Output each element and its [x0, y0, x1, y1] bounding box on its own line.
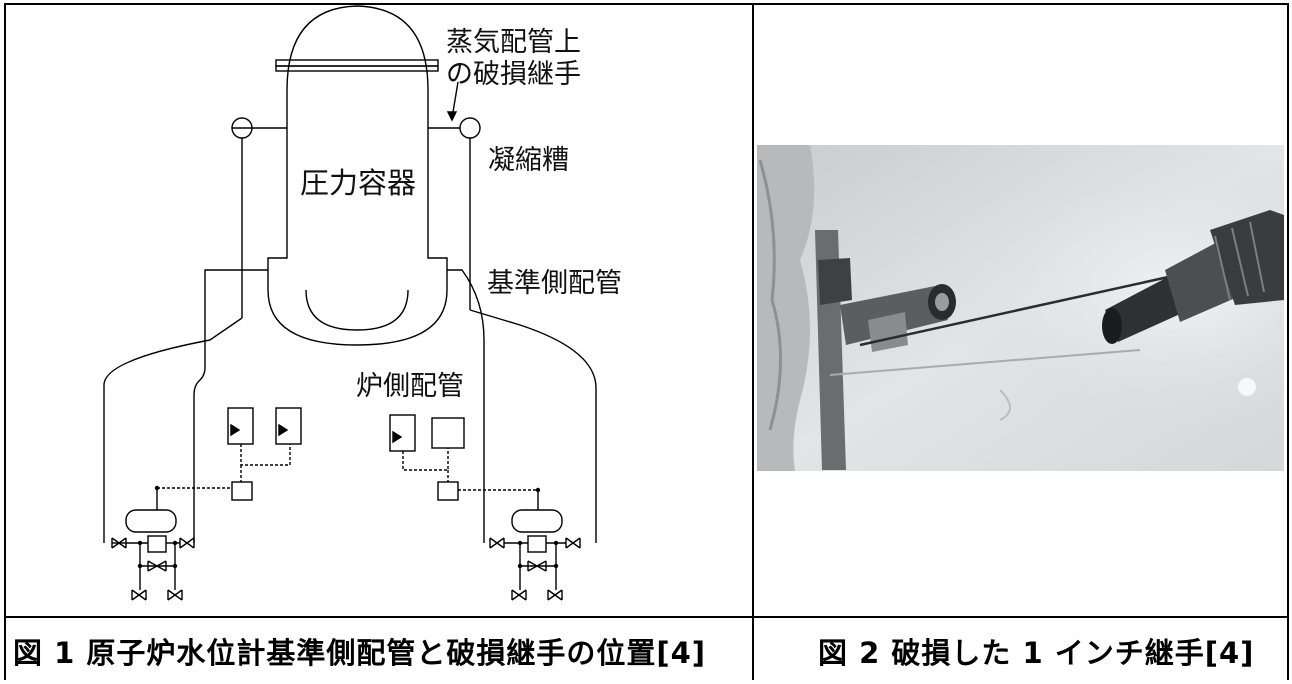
- table-divider-vertical: [752, 3, 754, 680]
- label-pressure-vessel: 圧力容器: [300, 166, 417, 200]
- label-reactor-pipe: 炉側配管: [356, 371, 464, 402]
- figure2-caption: 図 2 破損した 1 インチ継手[4]: [818, 636, 1255, 670]
- table-border-top: [4, 3, 1289, 5]
- table-divider-horizontal: [4, 616, 1289, 618]
- label-condensation-tank: 凝縮糟: [488, 145, 569, 176]
- figure1-caption: 図 1 原子炉水位計基準側配管と破損継手の位置[4]: [13, 636, 707, 670]
- reactor-water-level-schematic: [103, 5, 597, 601]
- table-border-left: [4, 3, 6, 680]
- table-border-right: [1287, 3, 1289, 680]
- label-steam-joint-line1: 蒸気配管上: [446, 27, 581, 58]
- label-reference-pipe: 基準側配管: [487, 268, 622, 299]
- label-steam-joint-line2: の破損継手: [446, 59, 581, 90]
